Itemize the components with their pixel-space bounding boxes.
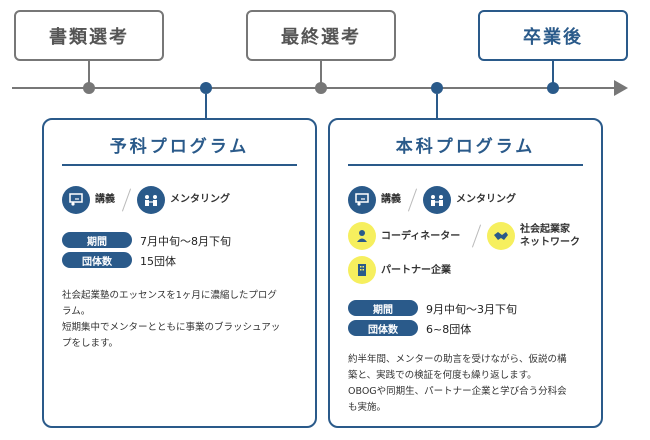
card-divider <box>62 164 297 166</box>
pre-program-card: 予科プログラム 講義 メンタリング 期間 7月中旬〜8月下旬 団体数 15団体 … <box>42 118 317 428</box>
timeline-dot <box>83 82 95 94</box>
period-value: 7月中旬〜8月下旬 <box>140 235 231 248</box>
period-value: 9月中旬〜3月下旬 <box>426 303 517 316</box>
connector <box>88 61 90 88</box>
coordinator-icon <box>348 222 376 250</box>
description-line: 築と、実践での検証を何度も繰り返します。 <box>348 370 537 381</box>
feature-label: 講義 <box>381 194 401 205</box>
period-badge: 期間 <box>348 300 418 316</box>
mentoring-icon <box>137 186 165 214</box>
description-line: プをします。 <box>62 338 119 349</box>
stage-final-screening: 最終選考 <box>246 10 396 61</box>
timeline-dot <box>547 82 559 94</box>
timeline-dot <box>431 82 443 94</box>
building-icon <box>348 256 376 284</box>
groups-value: 15団体 <box>140 255 176 268</box>
mentoring-icon <box>423 186 451 214</box>
program-description: 社会起業塾のエッセンスを1ヶ月に濃縮したプログ ラム。 短期集中でメンターととも… <box>62 288 307 352</box>
feature-label-multiline: 社会起業家 ネットワーク <box>520 223 580 249</box>
description-line: ラム。 <box>62 306 91 317</box>
timeline-arrow-icon <box>614 80 628 96</box>
description-line: 短期集中でメンターとともに事業のブラッシュアッ <box>62 322 281 333</box>
period-badge: 期間 <box>62 232 132 248</box>
feature-label: メンタリング <box>170 194 230 205</box>
card-title: 本科プログラム <box>395 137 536 157</box>
feature-label-line: 社会起業家 <box>520 224 570 235</box>
card-divider <box>348 164 583 166</box>
stage-label: 最終選考 <box>281 26 361 48</box>
lecture-icon <box>62 186 90 214</box>
divider <box>471 224 482 248</box>
description-line: 社会起業塾のエッセンスを1ヶ月に濃縮したプログ <box>62 290 277 301</box>
groups-value: 6~8団体 <box>426 323 472 336</box>
divider <box>121 188 132 212</box>
connector <box>205 94 207 118</box>
lecture-icon <box>348 186 376 214</box>
feature-label-line: ネットワーク <box>520 237 580 248</box>
connector <box>436 94 438 118</box>
connector <box>552 61 554 88</box>
card-title: 予科プログラム <box>109 137 250 157</box>
timeline-dot <box>200 82 212 94</box>
feature-label: メンタリング <box>456 194 516 205</box>
groups-badge: 団体数 <box>62 252 132 268</box>
feature-label: コーディネーター <box>381 231 461 242</box>
description-line: も実施。 <box>348 402 387 413</box>
description-line: 約半年間、メンターの助言を受けながら、仮説の構 <box>348 354 567 365</box>
divider <box>407 188 418 212</box>
main-program-card: 本科プログラム 講義 メンタリング コーディネーター 社会起業家 ネットワーク … <box>328 118 603 428</box>
groups-badge: 団体数 <box>348 320 418 336</box>
stage-label: 卒業後 <box>523 26 583 48</box>
stage-document-screening: 書類選考 <box>14 10 164 61</box>
feature-label: 講義 <box>95 194 115 205</box>
stage-after-graduation: 卒業後 <box>478 10 628 61</box>
stage-label: 書類選考 <box>49 26 129 48</box>
connector <box>320 61 322 88</box>
handshake-icon <box>487 222 515 250</box>
timeline-dot <box>315 82 327 94</box>
feature-label: パートナー企業 <box>381 265 451 276</box>
program-description: 約半年間、メンターの助言を受けながら、仮説の構 築と、実践での検証を何度も繰り返… <box>348 352 593 416</box>
description-line: OBOGや同期生、パートナー企業と学び合う分科会 <box>348 386 567 397</box>
